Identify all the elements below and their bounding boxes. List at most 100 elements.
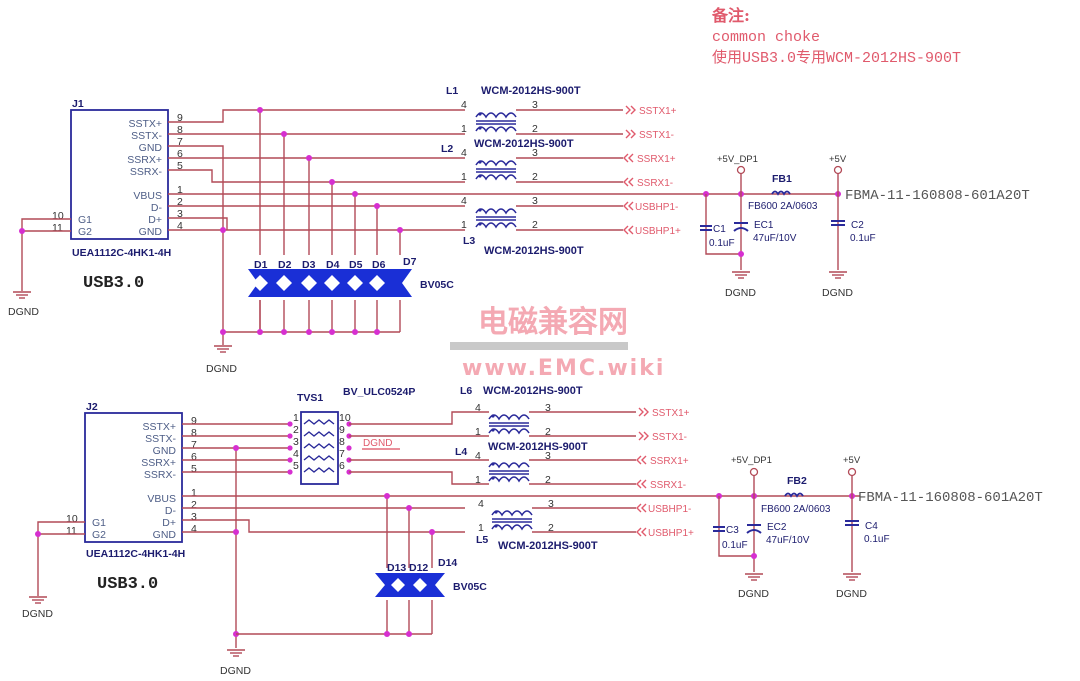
- net-label: SSTX1+: [639, 106, 677, 117]
- pin-name: D+: [162, 517, 176, 529]
- cap-ref: EC1: [754, 220, 774, 231]
- connector-part: UEA1112C-4HK1-4H: [72, 247, 171, 259]
- cap-value: 0.1uF: [864, 534, 890, 545]
- pin-number: 8: [191, 427, 197, 439]
- pin-number: 1: [461, 219, 467, 231]
- pin-number: 1: [475, 426, 481, 438]
- pin-number: 1: [177, 184, 183, 196]
- pin-number: 2: [532, 171, 538, 183]
- usb-title: USB3.0: [97, 575, 158, 594]
- connector-j1[interactable]: J1 SSTX+ SSTX- GND SSRX+ SSRX- VBUS D- D…: [70, 98, 171, 259]
- note-line-2: 使用USB3.0专用WCM-2012HS-900T: [712, 49, 961, 67]
- choke-ref: L3: [463, 235, 475, 247]
- diode-part: BV05C: [453, 581, 487, 593]
- choke-l1[interactable]: L1 WCM-2012HS-900T 4 3 1 2: [446, 85, 581, 135]
- pin-number: 3: [545, 450, 551, 462]
- choke-part: WCM-2012HS-900T: [484, 245, 584, 257]
- pin-number: 7: [191, 439, 197, 451]
- pin-number: 9: [191, 415, 197, 427]
- pin-number: 8: [177, 124, 183, 136]
- usb-title: USB3.0: [83, 274, 144, 293]
- net-label: SSTX1-: [639, 130, 674, 141]
- choke-ref: L6: [460, 385, 472, 397]
- pin-number: 9: [339, 424, 345, 436]
- pin-name: SSTX-: [131, 130, 162, 142]
- net-label: SSTX1+: [652, 408, 690, 419]
- pin-number: 6: [177, 148, 183, 160]
- power-filter-1: +5V_DP1 +5V FB1 FB600 2A/0603 FBMA-11-16…: [700, 154, 1030, 299]
- diode-array-d1-d7[interactable]: D1 D2 D3 D4 D5 D6 D7 BV05C: [248, 256, 454, 297]
- pin-name: SSRX+: [127, 154, 162, 166]
- choke-ref: L1: [446, 85, 458, 97]
- diode-ref: D4: [326, 259, 340, 271]
- watermark-url: www.EMC.wiki: [462, 356, 665, 381]
- pin-number: 10: [52, 210, 64, 222]
- pin-name: SSTX-: [145, 433, 176, 445]
- gnd-label: DGND: [220, 665, 251, 677]
- pin-number: 3: [177, 208, 183, 220]
- pin-number: 4: [461, 147, 467, 159]
- pin-number: 4: [478, 498, 484, 510]
- choke-l4[interactable]: L4 WCM-2012HS-900T 4 3 1 2: [455, 441, 588, 486]
- pin-number: 8: [339, 436, 345, 448]
- cap-ref: C4: [865, 521, 878, 532]
- pin-name: VBUS: [133, 190, 162, 202]
- choke-l2[interactable]: L2 WCM-2012HS-900T 4 3 1 2: [441, 138, 574, 183]
- pin-number: 10: [339, 412, 351, 424]
- pin-number: 4: [177, 220, 183, 232]
- diode-ref: D5: [349, 259, 363, 271]
- connector-part: UEA1112C-4HK1-4H: [86, 548, 185, 560]
- diode-ref: D1: [254, 259, 268, 271]
- gnd-label: DGND: [8, 306, 39, 318]
- choke-l3[interactable]: 4 3 1 2 L3 WCM-2012HS-900T: [461, 195, 584, 257]
- diode-array-d12-d14[interactable]: D13 D12 D14 BV05C: [375, 557, 487, 597]
- diode-ref: D3: [302, 259, 316, 271]
- choke-part: WCM-2012HS-900T: [498, 540, 598, 552]
- pin-name: D+: [148, 214, 162, 226]
- net-label: USBHP1+: [648, 528, 694, 539]
- pin-number: 4: [293, 448, 299, 460]
- gnd-label: DGND: [738, 588, 769, 600]
- pin-number: 4: [461, 99, 467, 111]
- tvs-array-tvs1[interactable]: TVS1 BV_ULC0524P 1 2 3 4 5 10 9 8 7 6: [287, 386, 415, 485]
- ferrite-ref: FB2: [787, 475, 807, 487]
- choke-l5[interactable]: 4 3 1 2 L5 WCM-2012HS-900T: [476, 498, 598, 552]
- ferrite-part: FBMA-11-160808-601A20T: [845, 188, 1030, 204]
- connector-j2[interactable]: J2 SSTX+ SSTX- GND SSRX+ SSRX- VBUS D- D…: [84, 401, 185, 560]
- power-label: +5V_DP1: [717, 154, 758, 165]
- pin-number: 3: [293, 436, 299, 448]
- pin-name: GND: [139, 226, 163, 238]
- pin-number: 1: [475, 474, 481, 486]
- pin-name: GND: [153, 445, 177, 457]
- pin-number: 7: [339, 448, 345, 460]
- connector-wires: 9 8 7 6 5 1 2 3 4 10 11: [22, 415, 860, 677]
- pin-number: 3: [191, 511, 197, 523]
- gnd-label: DGND: [725, 287, 756, 299]
- diode-ref: D12: [409, 562, 428, 574]
- cap-value: 0.1uF: [709, 238, 735, 249]
- pin-number: 1: [191, 487, 197, 499]
- pin-number: 6: [339, 460, 345, 472]
- pin-number: 5: [191, 463, 197, 475]
- connector-body: [84, 412, 183, 543]
- pin-number: 1: [478, 522, 484, 534]
- cap-value: 47uF/10V: [766, 535, 810, 546]
- net-label: DGND: [363, 438, 392, 449]
- cap-value: 0.1uF: [722, 540, 748, 551]
- pin-name: SSRX+: [141, 457, 176, 469]
- connector-ref: J2: [86, 401, 98, 413]
- circuit-2: J2 SSTX+ SSTX- GND SSRX+ SSRX- VBUS D- D…: [22, 385, 1043, 677]
- ferrite-value: FB600 2A/0603: [761, 504, 831, 515]
- net-labels: SSTX1+ SSTX1- SSRX1+ SSRX1- USBHP1- USBH…: [465, 407, 694, 539]
- pin-number: 4: [475, 402, 481, 414]
- diode-taps: DGND: [206, 107, 403, 375]
- power-label: +5V: [843, 455, 861, 466]
- pin-name: VBUS: [147, 493, 176, 505]
- choke-l6[interactable]: L6 WCM-2012HS-900T 4 3 1 2: [460, 385, 583, 438]
- diode-ref: D2: [278, 259, 292, 271]
- gnd-label: DGND: [822, 287, 853, 299]
- note-line-1: common choke: [712, 29, 820, 46]
- pin-name: SSTX+: [142, 421, 176, 433]
- pin-number: 4: [475, 450, 481, 462]
